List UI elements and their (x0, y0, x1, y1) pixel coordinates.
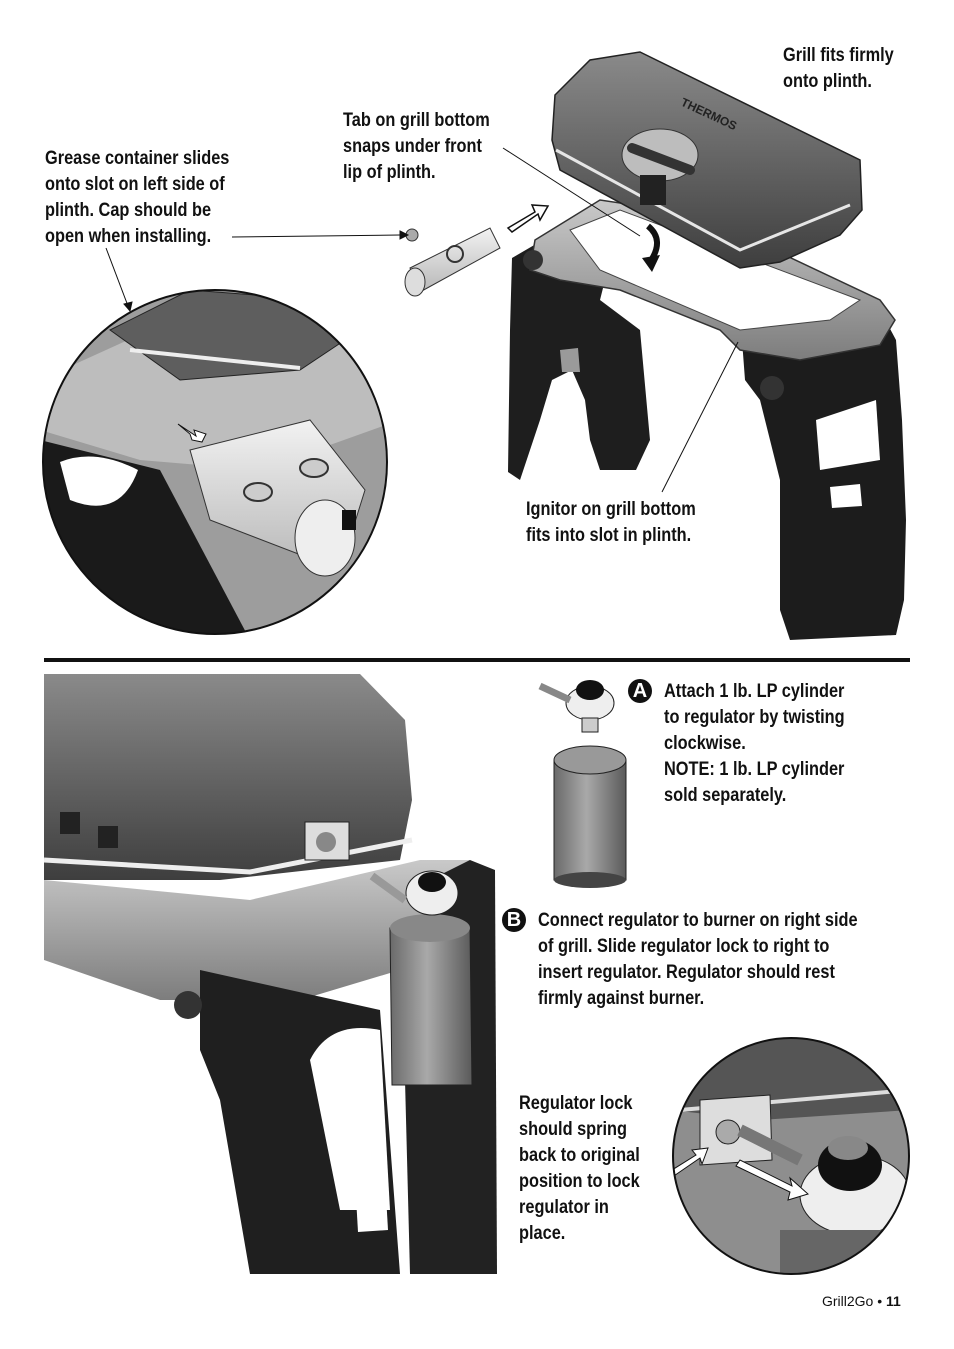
page-footer: Grill2Go • 11 (822, 1293, 901, 1309)
footer-product: Grill2Go (822, 1293, 874, 1309)
step-b-badge: B (502, 908, 526, 932)
callout-regulator-lock: Regulator lock should spring back to ori… (519, 1093, 640, 1244)
section-divider (44, 658, 910, 662)
callout-grill-fits: Grill fits firmly onto plinth. (783, 45, 894, 92)
leader-lines (105, 147, 739, 493)
grill-side-illustration (44, 674, 497, 1274)
step-b-text: Connect regulator to burner on right sid… (538, 910, 858, 1009)
callout-tab-snaps: Tab on grill bottom snaps under front li… (343, 110, 490, 183)
regulator-lock-detail-zoom (672, 1037, 910, 1275)
footer-separator: • (873, 1293, 887, 1309)
lp-cylinder-illustration (538, 680, 627, 888)
grill-assembly-illustration: THERMOS (404, 51, 906, 640)
grease-detail-zoom (42, 289, 388, 635)
step-a-text: Attach 1 lb. LP cylinder to regulator by… (664, 681, 845, 806)
page-number: 11 (886, 1293, 901, 1309)
step-a-badge: A (628, 679, 652, 703)
grease-container-illustration (404, 227, 501, 297)
callout-grease-container: Grease container slides onto slot on lef… (45, 148, 230, 247)
callout-ignitor: Ignitor on grill bottom fits into slot i… (526, 499, 696, 546)
